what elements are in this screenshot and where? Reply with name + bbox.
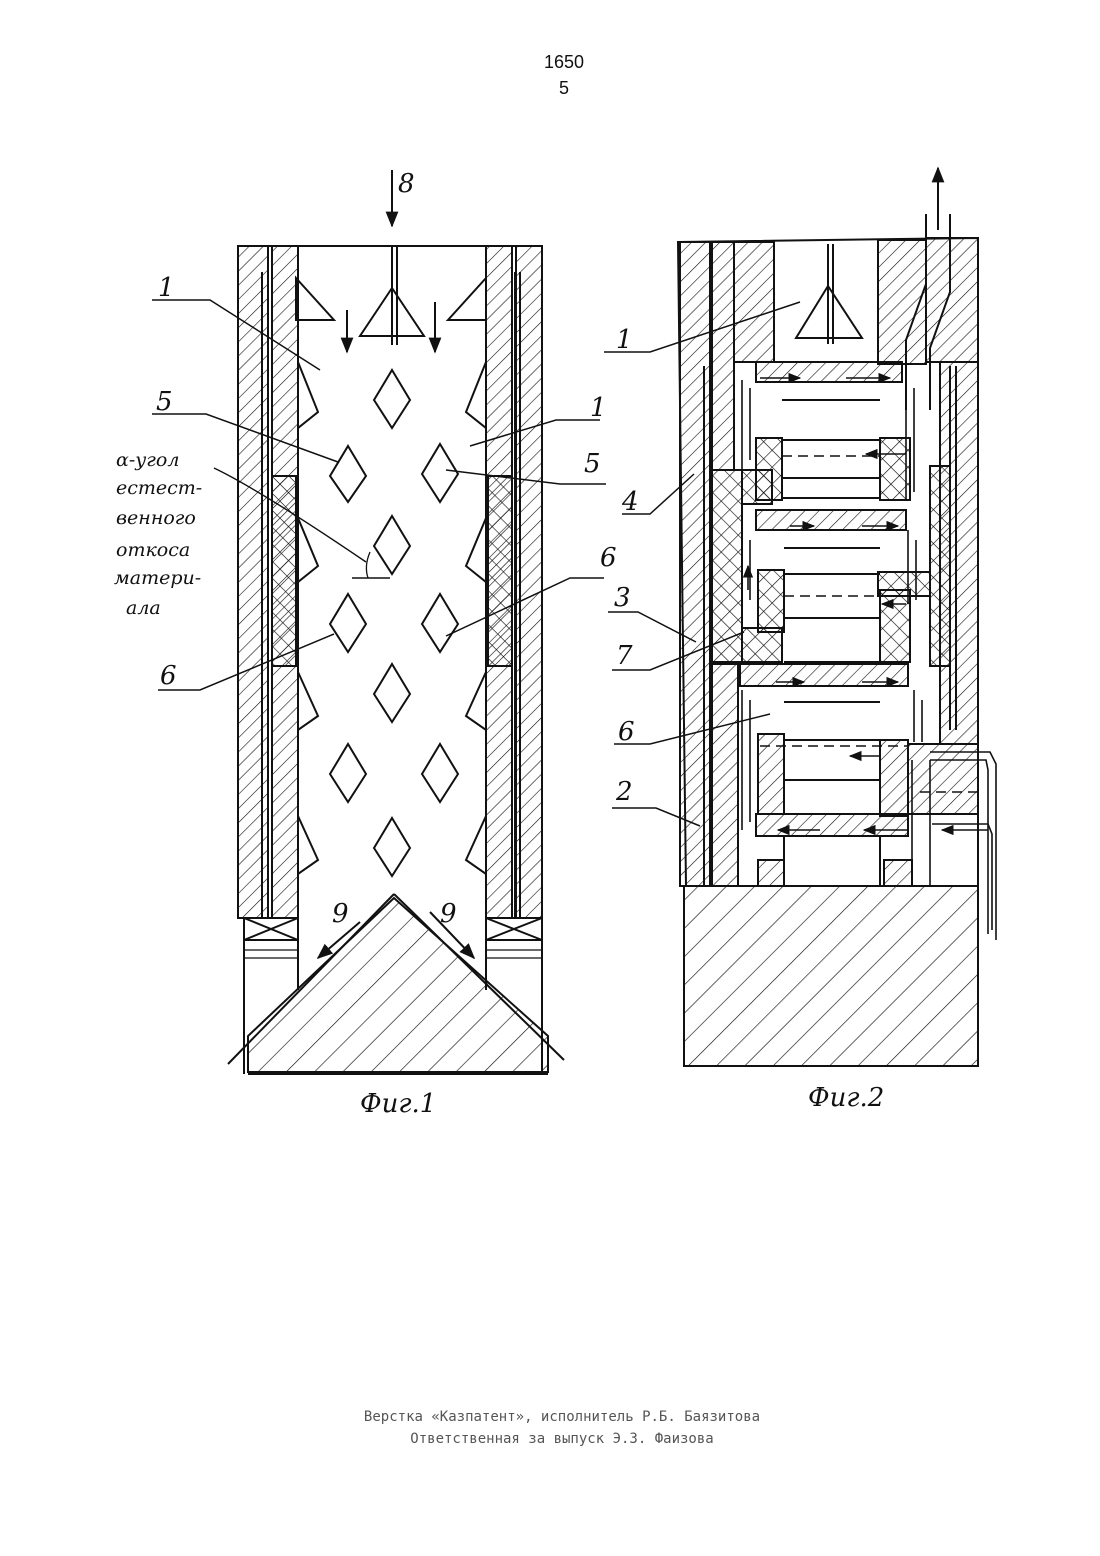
note-line: венного bbox=[116, 507, 196, 529]
fig2-caption: Фиг.2 bbox=[808, 1083, 884, 1113]
note-line: матери- bbox=[114, 567, 201, 589]
note-line: ала bbox=[126, 597, 161, 619]
fig2-label-1: 1 bbox=[616, 325, 633, 355]
footer-typesetter: Верстка «Казпатент», исполнитель Р.Б. Ба… bbox=[0, 1406, 1100, 1428]
fig2-label-4: 4 bbox=[621, 487, 639, 517]
fig2-label-2: 2 bbox=[615, 777, 633, 807]
fig2-left-wall bbox=[680, 242, 710, 886]
note-line: откоса bbox=[116, 539, 190, 561]
fig1-right-insert bbox=[488, 476, 512, 666]
fig2-label-7: 7 bbox=[616, 641, 633, 671]
fig2-label-3: 3 bbox=[614, 583, 631, 613]
note-line: естест- bbox=[116, 477, 202, 499]
fig1-label-6-left: 6 bbox=[160, 661, 177, 691]
fig2-right-insulation bbox=[930, 466, 950, 666]
fig1-caption: Фиг.1 bbox=[360, 1089, 436, 1119]
fig2-left-insulation bbox=[712, 470, 742, 662]
note-line: α-угол bbox=[116, 449, 179, 471]
fig1-left-insert bbox=[272, 476, 296, 666]
fig1-angle-note: α-угол естест- венного откоса матери- ал… bbox=[114, 449, 202, 619]
footer-responsible: Ответственная за выпуск Э.З. Фаизова bbox=[0, 1428, 1100, 1450]
fig1-left-outer-wall bbox=[238, 246, 268, 918]
fig1-label-6-right: 6 bbox=[600, 543, 617, 573]
fig1-label-1-left: 1 bbox=[158, 273, 175, 303]
figure-1 bbox=[152, 170, 606, 1074]
fig2-foundation bbox=[684, 886, 978, 1066]
fig1-label-9-left: 9 bbox=[332, 899, 349, 929]
fig2-label-6: 6 bbox=[618, 717, 635, 747]
fig1-label-1-right: 1 bbox=[590, 393, 607, 423]
fig1-label-5-left: 5 bbox=[156, 387, 173, 417]
fig1-label-9-right: 9 bbox=[440, 899, 457, 929]
figure-2 bbox=[604, 168, 996, 1066]
fig1-diamonds bbox=[330, 370, 458, 876]
fig1-label-8: 8 bbox=[398, 169, 415, 199]
fig1-label-5-right: 5 bbox=[584, 449, 601, 479]
